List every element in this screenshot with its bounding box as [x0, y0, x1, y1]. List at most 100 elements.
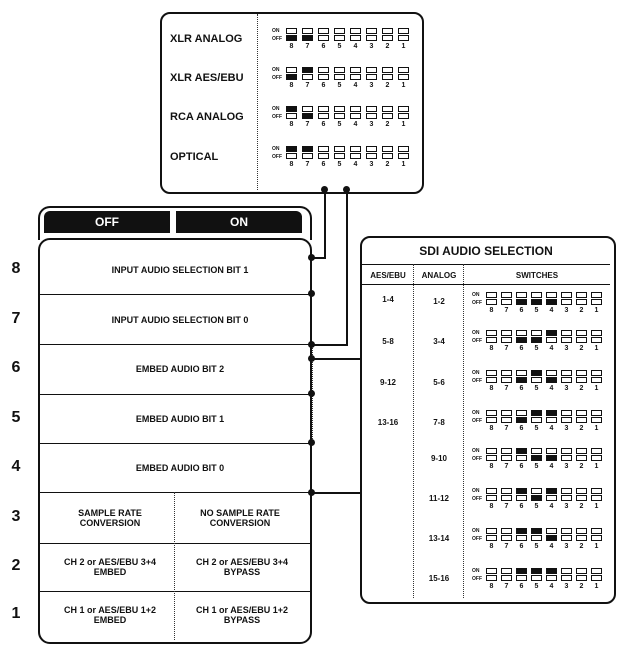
connector-wire	[311, 344, 348, 346]
connector-wire	[311, 492, 361, 494]
switch-on-cell	[398, 67, 409, 73]
switch-off-cell	[531, 377, 542, 383]
switch-number-label: 7	[504, 503, 509, 510]
switch-off-cell	[561, 417, 572, 423]
switch-on-cell	[531, 370, 542, 376]
switch-off-cell	[576, 495, 587, 501]
switch-on-cell	[546, 448, 557, 454]
switch-on-cell	[302, 146, 313, 152]
switch-off-cell	[486, 575, 497, 581]
switch-number-label: 2	[579, 307, 584, 314]
switch-on-cell	[501, 488, 512, 494]
switch-off-cell	[486, 299, 497, 305]
connector-wire	[324, 190, 326, 258]
sdi-table-title: SDI AUDIO SELECTION	[419, 244, 553, 258]
switch-number-2: 2	[11, 557, 21, 574]
switch-on-cell	[334, 67, 345, 73]
switch-off-cell	[486, 337, 497, 343]
switch-number-label: 5	[337, 43, 342, 50]
switch-on-cell	[318, 28, 329, 34]
switch-on-cell	[350, 28, 361, 34]
switch-off-cell	[334, 74, 345, 80]
switch-on-cell	[302, 28, 313, 34]
switch-on-cell	[334, 106, 345, 112]
sdi-analog-value: 9-10	[430, 454, 447, 463]
switch-on-cell	[561, 448, 572, 454]
switch-on-cell	[350, 146, 361, 152]
switch-on-label: ON	[272, 106, 280, 112]
switch-number-label: 4	[353, 161, 358, 168]
switch-number-label: 4	[353, 43, 358, 50]
connector-dot	[308, 439, 315, 446]
switch-on-cell	[561, 568, 572, 574]
switch-on-cell	[302, 67, 313, 73]
switch-on-cell	[382, 28, 393, 34]
switch-number-3: 3	[11, 508, 21, 525]
switch-on-cell	[561, 410, 572, 416]
switch-off-cell	[531, 455, 542, 461]
switch-on-cell	[531, 410, 542, 416]
switch-number-6: 6	[11, 359, 21, 376]
switch-on-cell	[591, 370, 602, 376]
switch-on-cell	[318, 106, 329, 112]
switch-off-cell	[334, 113, 345, 119]
switch-off-cell	[486, 377, 497, 383]
switch-off-cell	[486, 417, 497, 423]
sdi-col-divider	[413, 264, 414, 598]
switch-number-label: 2	[385, 121, 390, 128]
switch-off-cell	[546, 535, 557, 541]
switch-on-cell	[334, 146, 345, 152]
switch-off-cell	[576, 337, 587, 343]
switch-off-cell	[318, 74, 329, 80]
switch-on-cell	[501, 448, 512, 454]
switch-on-cell	[486, 568, 497, 574]
switch-number-label: 1	[594, 345, 599, 352]
switch-off-cell	[576, 575, 587, 581]
switch-number-label: 8	[489, 345, 494, 352]
switch-off-cell	[318, 113, 329, 119]
switch-off-cell	[486, 495, 497, 501]
switch-on-cell	[318, 67, 329, 73]
switch-on-cell	[501, 370, 512, 376]
connector-dot	[321, 186, 328, 193]
connector-wire	[311, 358, 361, 360]
switch-off-cell	[350, 153, 361, 159]
switch-on-cell	[398, 106, 409, 112]
switch-off-cell	[516, 377, 527, 383]
switch-on-cell	[501, 568, 512, 574]
switch-on-cell	[531, 488, 542, 494]
switch-number-label: 6	[519, 425, 524, 432]
switch-on-label: ON	[272, 67, 280, 73]
switch-number-label: 3	[564, 385, 569, 392]
switch-on-cell	[286, 28, 297, 34]
switch-off-cell	[350, 74, 361, 80]
switch-number-label: 6	[519, 503, 524, 510]
switch-on-cell	[286, 106, 297, 112]
switch-off-cell	[501, 377, 512, 383]
switch-on-cell	[366, 106, 377, 112]
switch-off-cell	[366, 74, 377, 80]
switch-number-label: 3	[369, 43, 374, 50]
sdi-aes-value: 13-16	[377, 418, 399, 427]
switch-number-label: 5	[534, 583, 539, 590]
switch-on-cell	[576, 370, 587, 376]
switch-off-cell	[531, 535, 542, 541]
switch-number-label: 5	[337, 121, 342, 128]
sdi-analog-value: 11-12	[428, 494, 450, 503]
switch-number-label: 1	[594, 543, 599, 550]
switch-on-cell	[591, 330, 602, 336]
switch-on-cell	[486, 330, 497, 336]
sdi-aes-value: 9-12	[379, 378, 396, 387]
switch-number-label: 2	[385, 82, 390, 89]
switch-on-cell	[576, 568, 587, 574]
switch-number-label: 4	[549, 345, 554, 352]
switch-on-cell	[286, 67, 297, 73]
switch-off-cell	[350, 35, 361, 41]
switch-off-cell	[398, 35, 409, 41]
switch-number-label: 2	[579, 345, 584, 352]
switch-off-cell	[302, 153, 313, 159]
setting-input-audio-bit-1: INPUT AUDIO SELECTION BIT 1	[111, 265, 249, 275]
setting-input-audio-bit-0: INPUT AUDIO SELECTION BIT 0	[111, 315, 249, 325]
switch-on-cell	[398, 146, 409, 152]
switch-off-cell	[382, 153, 393, 159]
